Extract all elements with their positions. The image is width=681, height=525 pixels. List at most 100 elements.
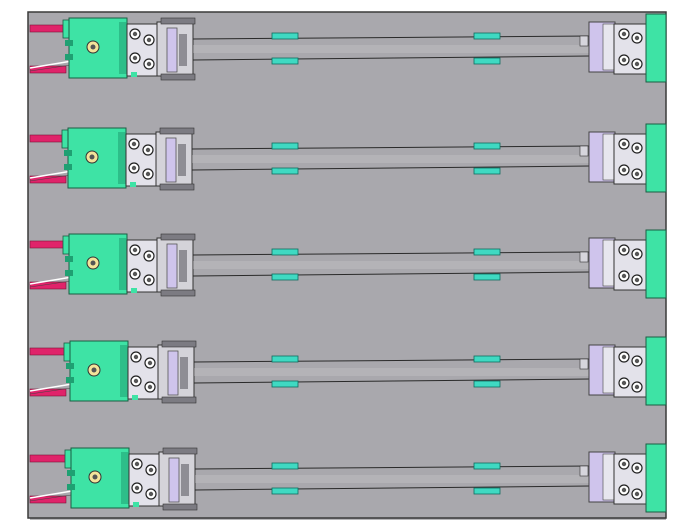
coupling-flange [168,457,180,503]
coupling-bottom-cap [160,289,196,297]
bearing-screw-icon-hole [147,360,153,366]
cable-line-shadow [29,493,79,502]
bearing-screw-icon-hole [147,384,153,390]
end-screw-icon-hole [621,167,627,173]
bearing-screw-icon-hole [131,141,137,147]
red-rod-upper [29,24,67,33]
bearing-screw-icon-hole [148,467,154,473]
carriage-slider-bottom-2 [473,487,501,495]
red-rod-upper [29,347,67,356]
bearing-screw-icon-hole [132,247,138,253]
carriage-slider-bottom-1 [271,167,299,175]
carriage-slider-top-1 [271,142,299,150]
guide-rail-top [192,251,591,256]
green-tab [130,182,136,187]
coupling-bottom-cap [160,73,196,81]
guide-rail-face [195,475,590,483]
actuator-units [29,13,667,513]
carriage-slider-bottom-2 [473,57,501,65]
carriage-slider-bottom-1 [271,487,299,495]
coupling-flange [167,350,179,396]
end-screw-icon-hole [621,57,627,63]
end-screw-icon-hole [634,277,640,283]
red-rod-lower [29,65,67,74]
motor-shaft [90,260,96,266]
carriage-slider-bottom-1 [271,380,299,388]
motor-connector-lower [65,54,73,60]
end-screw-icon-hole [634,145,640,151]
end-screw-icon-hole [621,247,627,253]
red-rod-upper [29,240,67,249]
motor-connector-lower [64,164,72,170]
guide-rail-bottom [194,485,591,491]
coupling-top-cap [161,340,197,348]
motor-connector [65,256,73,262]
guide-rail-face [193,261,590,269]
coupling-top-cap [159,127,195,135]
coupling-flange [165,137,177,183]
end-screw-icon-hole [621,487,627,493]
motor-connector [66,363,74,369]
guide-rail-bottom [192,271,591,277]
end-screw-icon-hole [634,171,640,177]
bearing-screw-icon-hole [145,147,151,153]
carriage-slider-top-2 [473,462,501,470]
bearing-screw-icon-hole [131,165,137,171]
end-screw-icon-hole [634,35,640,41]
bearing-screw-icon-hole [148,491,154,497]
motor-shaft [92,474,98,480]
carriage-slider-top-1 [271,248,299,256]
carriage-slider-bottom-2 [473,273,501,281]
bearing-screw-icon-hole [146,253,152,259]
guide-rail-top [192,35,591,40]
guide-rail-face [194,368,590,376]
guide-rail-bottom [191,165,591,171]
coupling-bottom-cap [159,183,195,191]
end-mount-plate [645,443,667,513]
green-tab [131,72,137,77]
coupling-hub [179,250,187,282]
bearing-screw-icon-hole [146,61,152,67]
end-screw-icon-hole [634,491,640,497]
guide-rail-bottom [192,55,591,61]
motor-shaft [91,367,97,373]
rod-end-stub [579,358,589,370]
actuator-unit-5 [29,443,667,513]
motor-connector-lower [65,270,73,276]
coupling-hub [178,144,186,176]
bearing-screw-icon-hole [134,485,140,491]
end-screw-icon-hole [621,31,627,37]
motor-shaft [90,44,96,50]
coupling-bottom-cap [161,396,197,404]
end-screw-icon-hole [634,384,640,390]
carriage-slider-top-1 [271,32,299,40]
motor-housing-side [119,238,127,290]
carriage-slider-bottom-2 [473,380,501,388]
red-rod-lower [29,495,67,504]
rod-end-stub [579,465,589,477]
bearing-screw-icon-hole [132,31,138,37]
guide-rail-top [194,465,591,470]
coupling-top-cap [160,233,196,241]
motor-housing-side [120,345,128,397]
end-screw-icon-hole [634,61,640,67]
carriage-slider-bottom-2 [473,167,501,175]
bearing-screw-icon-hole [132,271,138,277]
carriage-slider-top-1 [271,462,299,470]
green-tab [131,288,137,293]
guide-rail-top [191,145,591,150]
carriage-slider-top-2 [473,248,501,256]
cable-line [29,489,79,499]
guide-rail-face [192,155,590,163]
carriage-slider-top-2 [473,355,501,363]
actuator-unit-2 [29,123,667,193]
motor-housing-side [118,132,126,184]
rod-end-stub [579,251,589,263]
actuator-unit-1 [29,13,667,83]
coupling-flange [166,27,178,73]
carriage-slider-bottom-1 [271,273,299,281]
green-tab [133,502,139,507]
motor-connector [65,40,73,46]
bearing-screw-icon-hole [134,461,140,467]
